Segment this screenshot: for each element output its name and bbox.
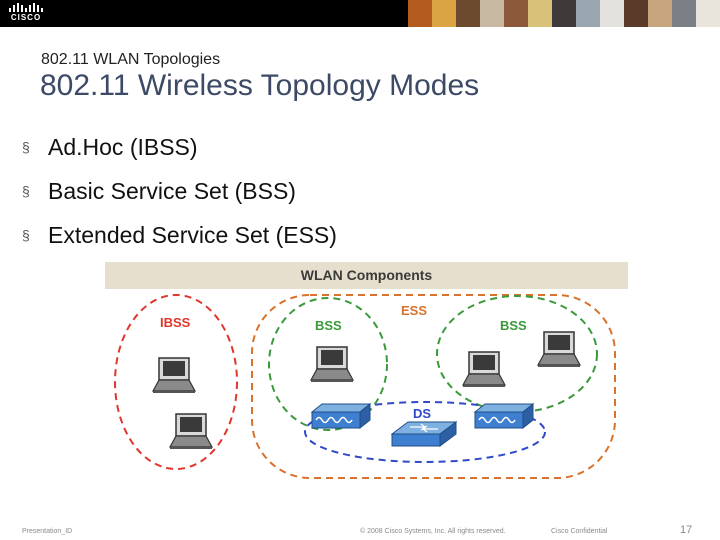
top-banner: CISCO (0, 0, 720, 27)
access-point-left-icon (311, 403, 371, 429)
bss-right-label: BSS (500, 318, 527, 333)
cisco-logo-text: CISCO (10, 13, 42, 22)
diagram-heading: WLAN Components (300, 267, 433, 283)
bss-left-boundary (268, 297, 388, 431)
distribution-switch-icon (390, 421, 458, 447)
wlan-topology-graphic (114, 294, 616, 479)
access-point-right-icon (474, 403, 534, 429)
bullet-text: Extended Service Set (ESS) (48, 222, 337, 248)
slide-title: 802.11 Wireless Topology Modes (40, 69, 480, 102)
bullet-text: Ad.Hoc (IBSS) (48, 134, 198, 160)
people-photo-strip (408, 0, 720, 27)
bss-left-label: BSS (315, 318, 342, 333)
footer-copyright: © 2008 Cisco Systems, Inc. All rights re… (360, 528, 506, 535)
ds-label: DS (413, 406, 432, 421)
bullet-list: §Ad.Hoc (IBSS) §Basic Service Set (BSS) … (22, 134, 337, 266)
bullet-marker: § (22, 139, 30, 155)
ibss-boundary (114, 294, 238, 470)
ess-label: ESS (401, 303, 428, 318)
ibss-label: IBSS (160, 315, 191, 330)
page-number: 17 (680, 524, 693, 536)
cisco-logo: CISCO (8, 3, 44, 23)
bullet-item: § Extended Service Set (ESS) (22, 222, 337, 266)
bss-right-laptop-b-icon (537, 331, 581, 368)
wlan-components-diagram: WLAN Components (105, 262, 628, 480)
bss-left-laptop-icon (310, 346, 354, 383)
bullet-item: § Basic Service Set (BSS) (22, 178, 337, 222)
ibss-laptop-top-icon (152, 357, 196, 394)
ess-boundary (251, 294, 616, 479)
bss-right-laptop-a-icon (462, 351, 506, 388)
bullet-text: Basic Service Set (BSS) (48, 178, 296, 204)
cisco-logo-bars-icon (8, 3, 44, 12)
bullet-item: § Ad.Hoc (IBSS) (22, 134, 337, 178)
bullet-marker: § (22, 227, 30, 243)
footer-presentation-id: Presentation_ID (22, 528, 73, 535)
diagram-header-band (105, 262, 628, 289)
ds-boundary (304, 401, 546, 463)
ibss-laptop-bottom-icon (169, 413, 213, 450)
bullet-marker: § (22, 183, 30, 199)
slide-subtitle: 802.11 WLAN Topologies (41, 51, 221, 68)
footer-confidential: Cisco Confidential (551, 528, 608, 535)
